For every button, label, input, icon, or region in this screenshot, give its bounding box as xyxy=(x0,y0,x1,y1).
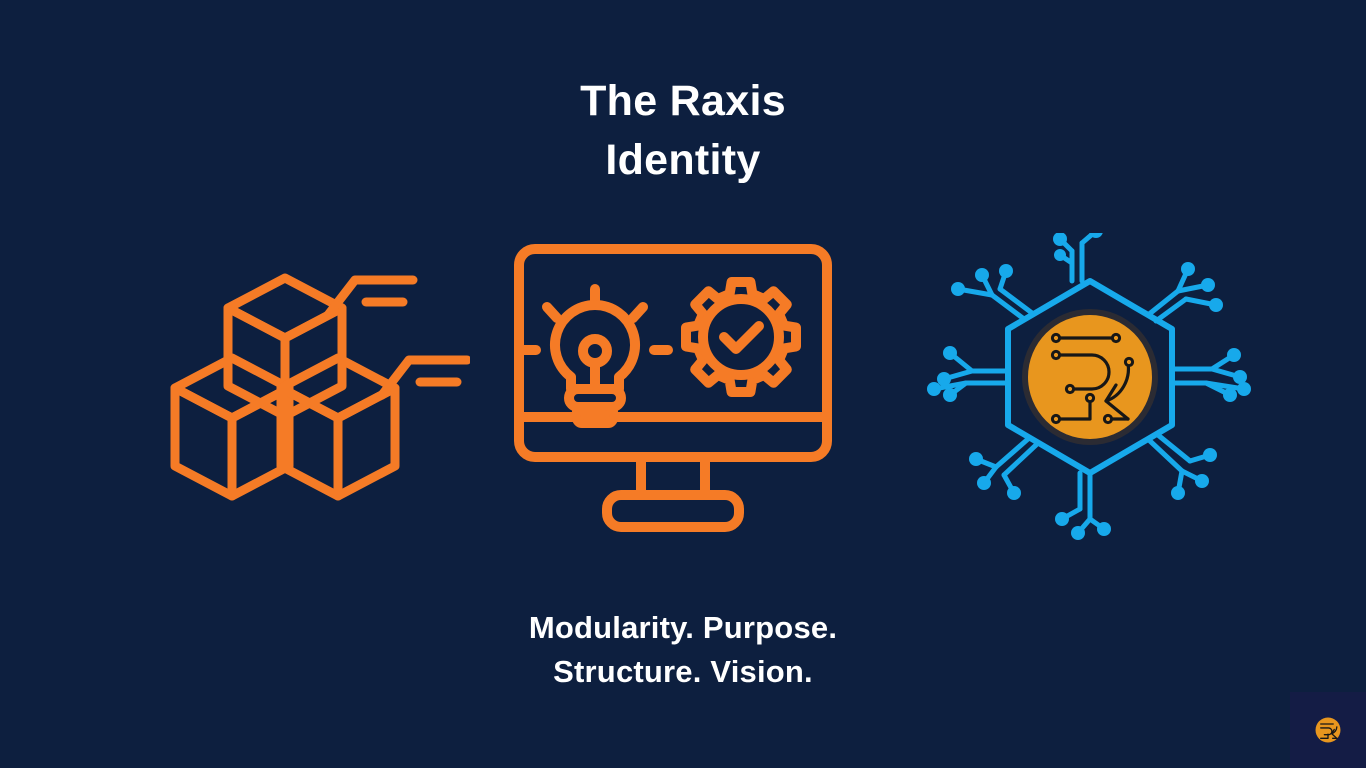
icon-cell-modularity xyxy=(130,228,510,548)
modular-cubes-icon xyxy=(170,273,470,501)
raxis-logo-watermark[interactable] xyxy=(1290,692,1366,768)
page-subtitle-line-1: Modularity. Purpose. xyxy=(528,610,838,645)
icon-cell-vision xyxy=(905,228,1275,548)
icon-row xyxy=(0,228,1366,548)
page-subtitle: Modularity. Purpose. Structure. Vision. xyxy=(0,606,1366,694)
page-title-line-2: Identity xyxy=(605,136,761,184)
raxis-r-glyph xyxy=(1056,336,1131,421)
page-title: The Raxis Identity xyxy=(0,72,1366,190)
logo-medallion xyxy=(1028,315,1152,439)
page-subtitle-line-2: Structure. Vision. xyxy=(553,654,813,689)
icon-cell-purpose xyxy=(483,228,863,548)
hexagon-circuit-logo-icon xyxy=(927,233,1251,540)
monitor-idea-gear-icon xyxy=(514,244,832,532)
circuit-terminal-dots xyxy=(927,233,1251,540)
page-title-line-1: The Raxis xyxy=(580,77,786,125)
raxis-logo-watermark-icon xyxy=(1315,717,1341,743)
raxis-r-glyph-nodes xyxy=(1050,332,1135,425)
